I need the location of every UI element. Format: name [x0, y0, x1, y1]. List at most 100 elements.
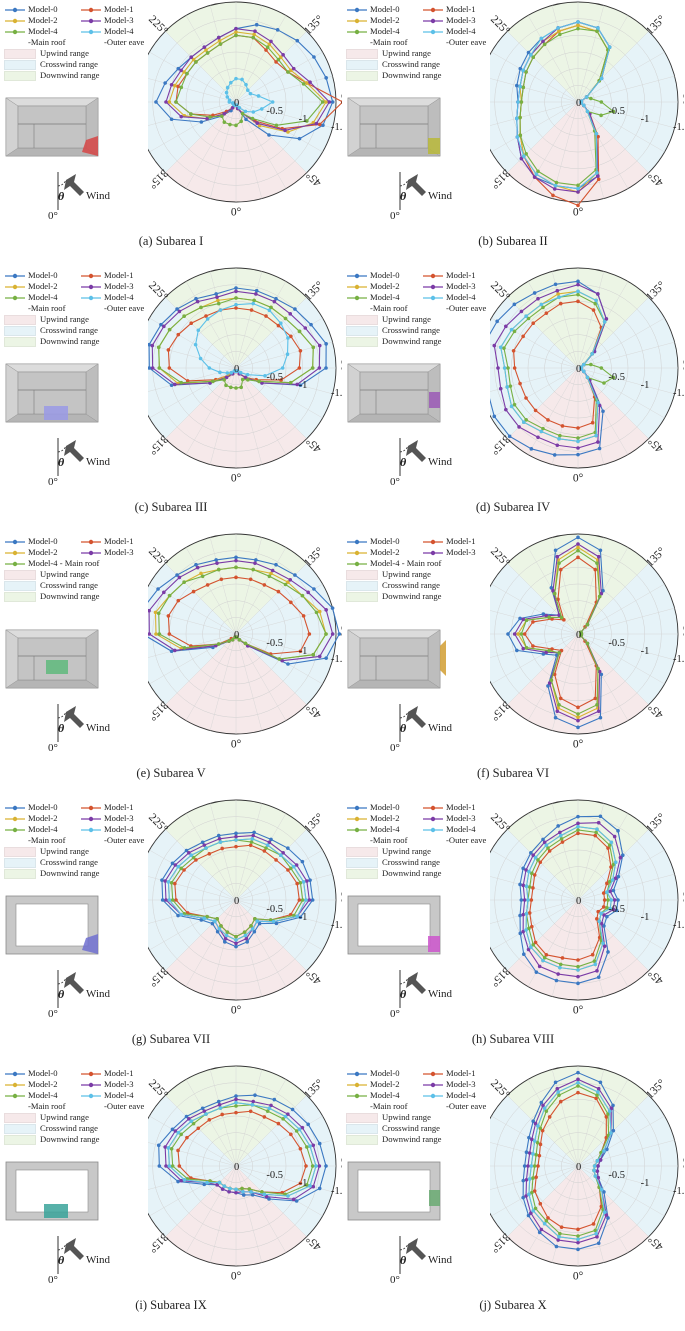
data-point: [601, 588, 605, 593]
subarea-patch: [44, 406, 68, 420]
data-point: [229, 385, 233, 390]
data-point: [176, 1179, 180, 1184]
grid-spoke: [507, 1165, 579, 1237]
grid-spoke: [577, 583, 665, 635]
data-point: [234, 838, 238, 842]
data-point: [597, 919, 602, 924]
data-point: [182, 646, 187, 650]
data-point: [234, 834, 238, 839]
legend-label: Model-0: [28, 802, 58, 812]
data-point: [264, 1194, 269, 1199]
data-point: [516, 632, 520, 636]
data-point: [291, 1197, 296, 1202]
legend-marker-icon: [5, 1093, 25, 1099]
data-point: [340, 100, 342, 104]
data-point: [289, 334, 293, 339]
range-label: Upwind range: [382, 1112, 431, 1122]
radial-tick-label: -1.5: [673, 1186, 684, 1197]
angle-tick-label: 90°: [680, 94, 684, 111]
grid-spoke: [165, 633, 237, 705]
data-point: [222, 377, 227, 382]
data-point: [253, 917, 257, 921]
grid-spoke: [527, 633, 579, 721]
data-point: [585, 109, 590, 114]
range-swatch: [346, 48, 378, 59]
subarea-patch: [429, 1190, 440, 1206]
data-point: [576, 548, 580, 553]
legend-item: Model-1: [80, 270, 154, 281]
data-point: [234, 1097, 238, 1102]
data-point: [611, 862, 616, 867]
data-point: [283, 1114, 288, 1119]
data-point: [199, 918, 204, 922]
data-point: [164, 898, 168, 902]
legend-marker-icon: [347, 816, 367, 822]
range-label: Downwind range: [40, 868, 100, 878]
legend-item: Model-3: [80, 15, 154, 26]
data-point: [269, 305, 273, 310]
data-point: [198, 356, 203, 361]
data-point: [310, 366, 315, 370]
range-swatch: [346, 70, 378, 81]
data-point: [532, 1189, 537, 1193]
grid-spoke: [165, 1165, 237, 1237]
legend-item: Model-0: [346, 1068, 420, 1079]
data-point: [507, 434, 512, 439]
data-point: [521, 334, 525, 339]
data-point: [294, 1199, 299, 1203]
data-point: [179, 68, 183, 73]
data-point: [521, 952, 526, 957]
data-point: [597, 594, 602, 599]
data-point: [519, 100, 524, 104]
data-point: [244, 936, 249, 941]
grid-spoke: [491, 51, 579, 103]
data-point: [301, 82, 306, 86]
angle-tick-label: 90°: [680, 892, 684, 909]
data-point: [602, 1149, 606, 1153]
data-point: [202, 916, 207, 921]
series-model-4-outer-eave: [527, 1080, 613, 1242]
data-point: [576, 183, 580, 188]
grid-spoke: [148, 876, 237, 901]
legend-marker-icon: [423, 550, 443, 556]
grid-spoke: [185, 813, 237, 901]
data-point: [179, 85, 184, 90]
data-point: [278, 55, 283, 60]
data-point: [275, 28, 280, 32]
data-point: [153, 610, 158, 615]
data-point: [524, 396, 528, 400]
data-point: [593, 1174, 598, 1178]
data-point: [298, 348, 303, 353]
data-point: [286, 1112, 290, 1116]
data-point: [300, 1125, 305, 1130]
data-point: [579, 365, 584, 369]
data-point: [184, 848, 189, 853]
legend-label: Model-3: [446, 547, 476, 557]
data-point: [225, 930, 230, 934]
data-point: [283, 128, 287, 133]
data-point: [576, 725, 580, 730]
data-point: [611, 1128, 616, 1133]
legend-item: Model-3: [422, 547, 496, 558]
data-point: [222, 120, 227, 125]
data-point: [167, 632, 172, 636]
data-point: [265, 45, 270, 49]
range-label: Crosswind range: [40, 325, 98, 335]
data-point: [278, 321, 283, 326]
data-point: [596, 174, 600, 178]
radial-tick-label: -1.5: [673, 388, 684, 399]
grid-spoke: [577, 1139, 675, 1167]
data-point: [208, 115, 212, 119]
data-point: [524, 152, 528, 156]
legend-marker-icon: [347, 18, 367, 24]
legend-item: Model-2: [4, 1079, 78, 1090]
data-point: [562, 618, 566, 622]
data-point: [495, 319, 499, 324]
data-point: [176, 1148, 180, 1153]
data-point: [554, 180, 559, 185]
data-point: [276, 589, 281, 594]
